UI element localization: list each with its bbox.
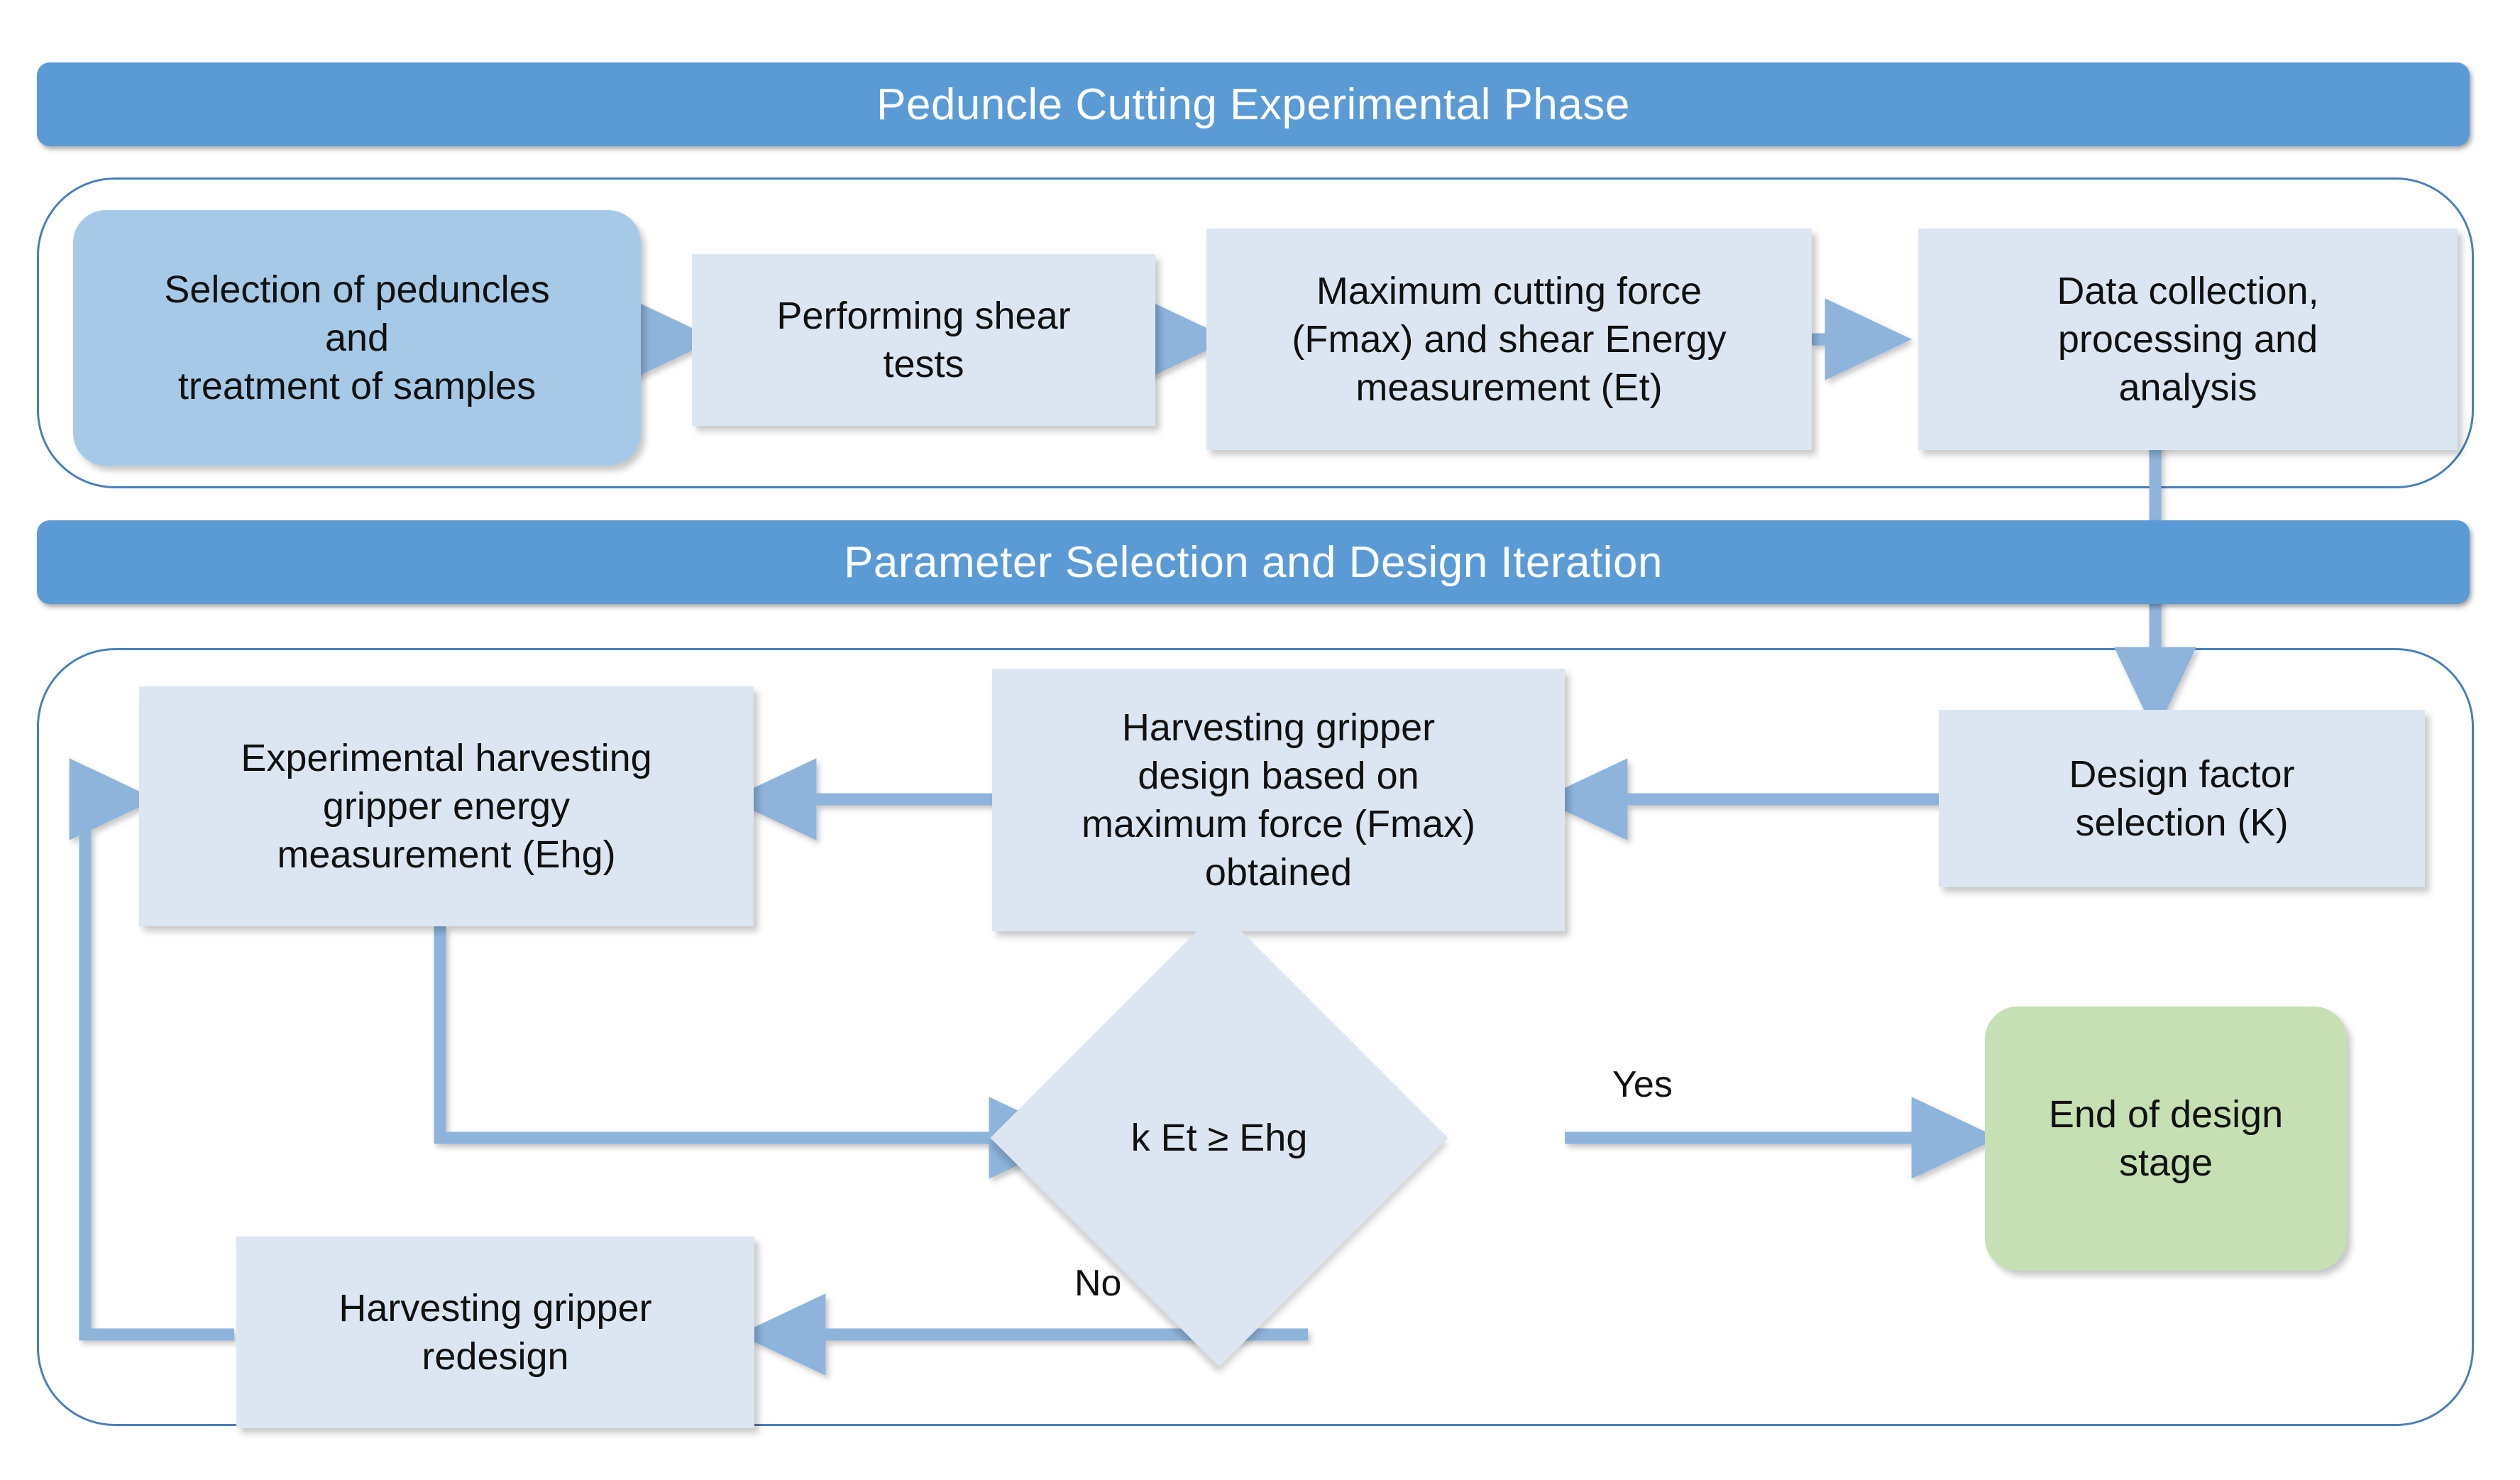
banner-phase-2-label: Parameter Selection and Design Iteration (844, 537, 1663, 587)
node-data-collection[interactable]: Data collection, processing and analysis (1918, 229, 2458, 450)
node-max-cutting-force[interactable]: Maximum cutting force (Fmax) and shear E… (1206, 229, 1812, 450)
node-max-cutting-force-label: Maximum cutting force (Fmax) and shear E… (1292, 269, 1727, 410)
banner-phase-2: Parameter Selection and Design Iteration (37, 520, 2470, 604)
node-performing-shear-tests-label: Performing shear tests (776, 294, 1071, 385)
edge-label-yes: Yes (1612, 1064, 1673, 1105)
section-container-phase-1 (37, 177, 2474, 488)
node-design-factor-selection[interactable]: Design factor selection (K) (1939, 710, 2425, 887)
node-experimental-energy-label: Experimental harvesting gripper energy m… (241, 736, 652, 877)
node-gripper-design-label: Harvesting gripper design based on maxim… (1081, 706, 1476, 894)
node-gripper-redesign-label: Harvesting gripper redesign (339, 1286, 652, 1378)
node-end-of-design[interactable]: End of design stage (1985, 1007, 2347, 1271)
node-performing-shear-tests[interactable]: Performing shear tests (692, 254, 1155, 426)
node-selection-of-peduncles-label: Selection of peduncles and treatment of … (164, 268, 550, 408)
node-selection-of-peduncles[interactable]: Selection of peduncles and treatment of … (73, 210, 641, 466)
edge-label-no: No (1074, 1263, 1122, 1304)
node-decision-label: k Et ≥ Ehg (1130, 1117, 1308, 1159)
node-experimental-energy[interactable]: Experimental harvesting gripper energy m… (139, 686, 754, 926)
node-decision-ket-ehg[interactable]: k Et ≥ Ehg (990, 909, 1448, 1367)
node-gripper-redesign[interactable]: Harvesting gripper redesign (236, 1237, 754, 1428)
section-container-phase-2 (37, 648, 2474, 1426)
banner-phase-1-label: Peduncle Cutting Experimental Phase (876, 80, 1630, 129)
banner-phase-1: Peduncle Cutting Experimental Phase (37, 62, 2470, 146)
node-end-of-design-label: End of design stage (2048, 1092, 2284, 1184)
node-gripper-design[interactable]: Harvesting gripper design based on maxim… (992, 669, 1565, 931)
node-data-collection-label: Data collection, processing and analysis (2057, 269, 2319, 410)
node-design-factor-selection-label: Design factor selection (K) (2069, 752, 2295, 844)
